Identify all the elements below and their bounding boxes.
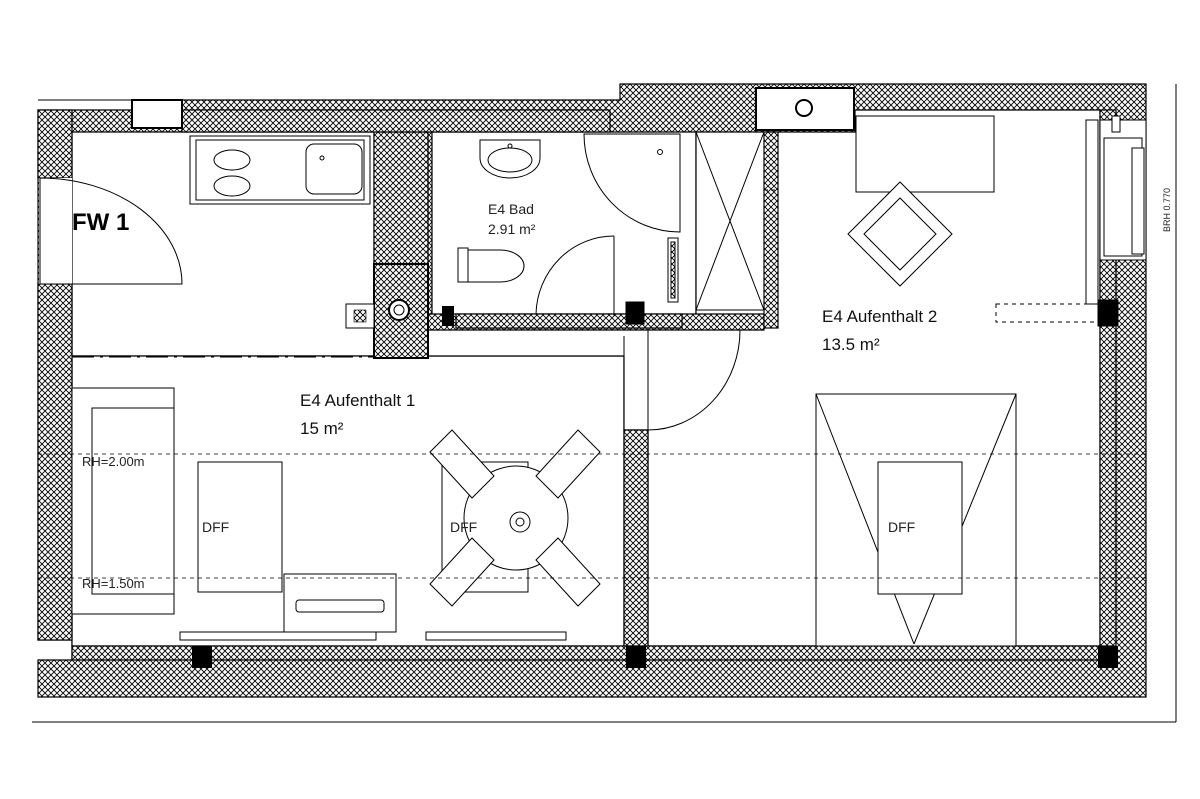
room-door: [623, 329, 741, 431]
wall-sink: [755, 87, 855, 131]
bad-area: 2.91 m²: [488, 221, 536, 237]
kitchen-counter: [189, 135, 371, 205]
dff-label-2: DFF: [450, 519, 477, 535]
brh-label: BRH 0.770: [1162, 188, 1172, 232]
desk: [855, 115, 995, 193]
dff-window-3: [877, 461, 963, 595]
wall-bad-bottom: [455, 313, 683, 329]
room2-furniture: [815, 115, 1101, 647]
wall-shaft-right: [763, 131, 779, 329]
aufenthalt2-area: 13.5 m²: [822, 335, 880, 354]
height-lines: [38, 453, 1146, 579]
rh-lower: RH=1.50m: [82, 576, 145, 591]
rh-upper: RH=2.00m: [82, 454, 145, 469]
aufenthalt1-name: E4 Aufenthalt 1: [300, 391, 415, 410]
aufenthalt1-area: 15 m²: [300, 419, 344, 438]
dff-window-1: [197, 461, 283, 593]
dff-label-3: DFF: [888, 519, 915, 535]
sink-icon: [305, 143, 363, 195]
wall-left-top: [37, 109, 73, 179]
hob-icon: [213, 149, 251, 171]
wall-center-vertical: [623, 429, 649, 647]
bathroom-fixtures: [457, 133, 681, 325]
toilet-icon: [467, 249, 525, 283]
bad-name: E4 Bad: [488, 201, 534, 217]
wall-top-strip: [181, 109, 611, 133]
bath-door: [535, 235, 615, 315]
columns: [192, 646, 1118, 668]
right-window: [1085, 115, 1147, 327]
wall-kitchen-block: [373, 131, 429, 265]
shaft-block: [345, 263, 454, 359]
wall-left-mid: [37, 283, 73, 641]
chairs: [429, 429, 601, 607]
room1-furniture: [71, 387, 601, 641]
shower-icon: [583, 133, 681, 233]
entry-door: [39, 177, 183, 285]
wall-bottom-inner: [71, 645, 1101, 661]
dff-label-1: DFF: [202, 519, 229, 535]
aufenthalt2-name: E4 Aufenthalt 2: [822, 307, 937, 326]
fw-label: FW 1: [72, 209, 129, 236]
shaft-x: [695, 131, 778, 311]
